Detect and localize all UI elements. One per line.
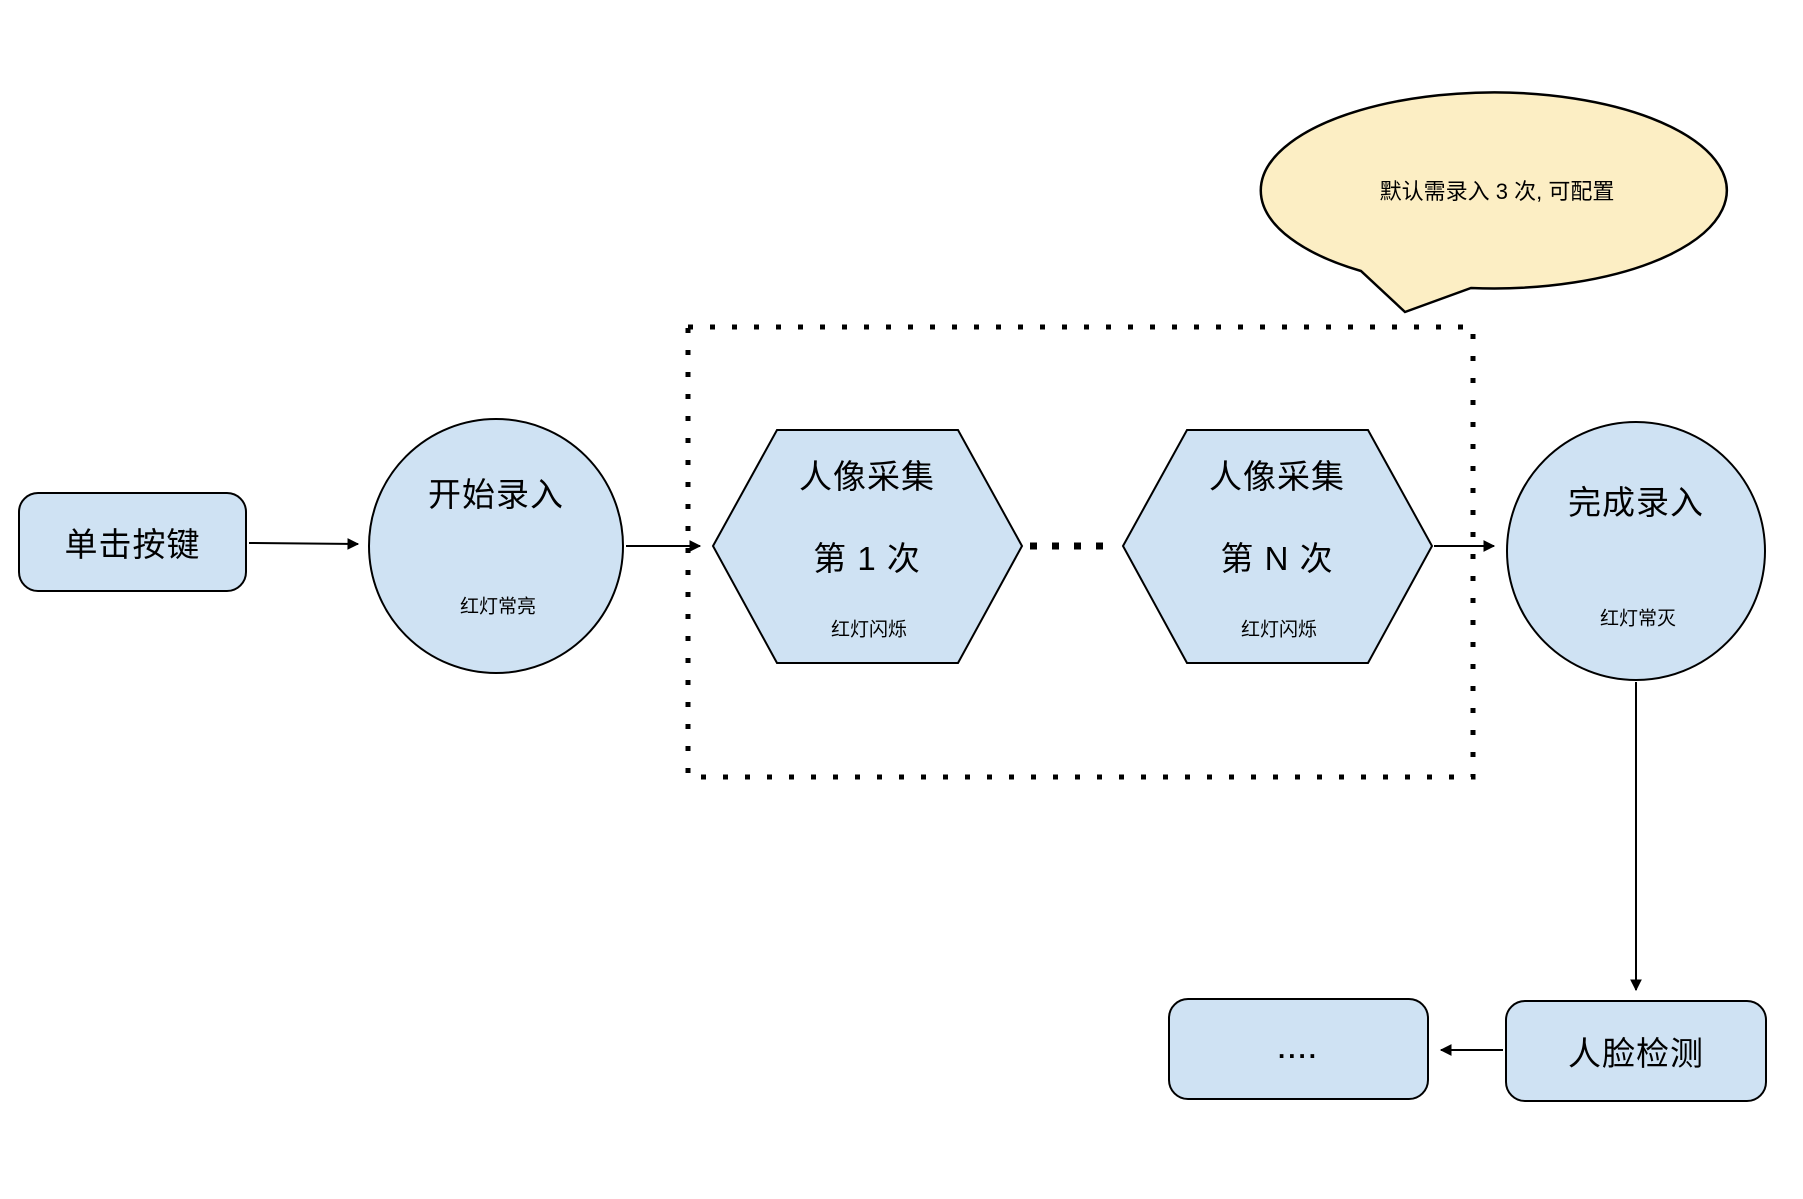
- start-enroll-node: [368, 418, 624, 674]
- more-label: ....: [1278, 1033, 1319, 1064]
- arrow-click-to-start: [248, 538, 360, 550]
- click-button-node: 单击按键: [18, 492, 247, 592]
- capture-first-line2: 第 1 次: [813, 540, 921, 577]
- capture-first-line1: 人像采集: [799, 458, 935, 495]
- finish-enroll-sublabel: 红灯常灭: [1599, 608, 1677, 630]
- capture-nth-sublabel: 红灯闪烁: [1240, 619, 1318, 641]
- callout-bubble: [1259, 91, 1728, 314]
- capture-nth-line2: 第 N 次: [1220, 540, 1334, 577]
- capture-nth-line1: 人像采集: [1209, 458, 1345, 495]
- capture-first-sublabel: 红灯闪烁: [830, 619, 908, 641]
- start-enroll-label: 开始录入: [428, 476, 564, 513]
- finish-enroll-label: 完成录入: [1568, 484, 1704, 521]
- capture-first-hexagon: [711, 429, 1024, 664]
- capture-nth-hexagon: [1121, 429, 1434, 664]
- face-detect-label: 人脸检测: [1568, 1035, 1704, 1072]
- repeat-group-dotted-frame: [685, 324, 1476, 780]
- finish-enroll-node: [1506, 421, 1766, 681]
- face-detect-node: 人脸检测: [1505, 1000, 1767, 1102]
- click-button-label: 单击按键: [64, 526, 201, 563]
- more-node: ....: [1168, 998, 1429, 1100]
- start-enroll-sublabel: 红灯常亮: [459, 596, 537, 618]
- callout-text: 默认需录入 3 次, 可配置: [1379, 179, 1615, 204]
